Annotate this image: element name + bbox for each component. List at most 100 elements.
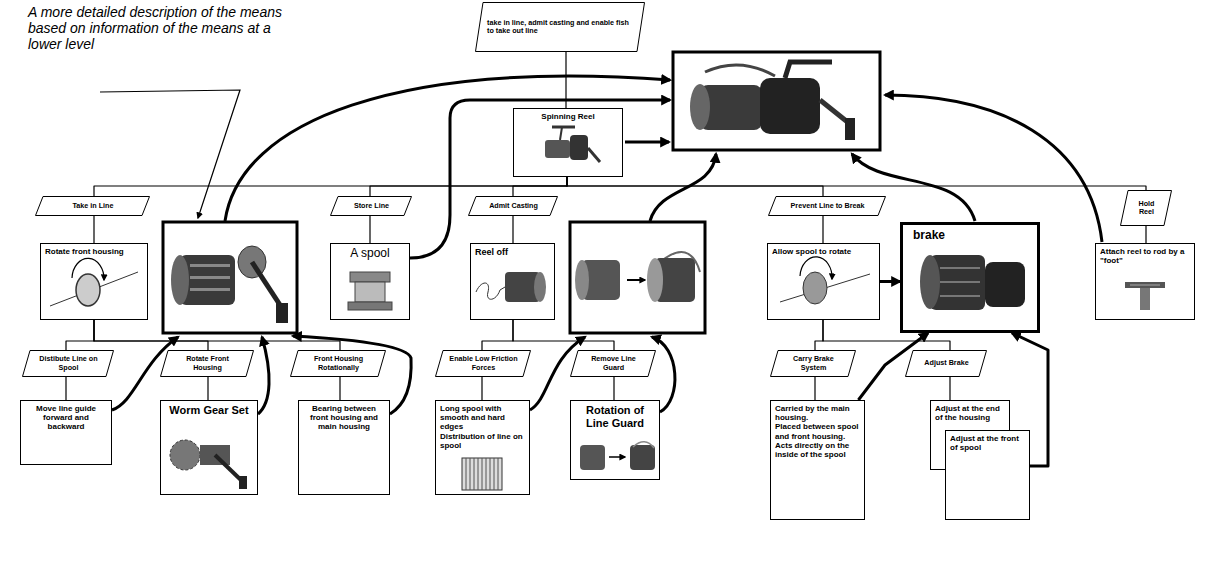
- tree-line: [339, 377, 340, 400]
- tree-line: [94, 177, 567, 196]
- node-text: Reel off: [475, 247, 550, 257]
- brake-rib: [940, 267, 980, 269]
- means-box: A spool: [330, 243, 410, 320]
- reel-stem: [560, 127, 562, 140]
- tree-line: [815, 320, 823, 350]
- parallelogram-shape: [769, 197, 886, 216]
- node-text: Front Housing Rotationally: [302, 355, 375, 372]
- axis-line: [50, 272, 138, 306]
- parallelogram-shape: [771, 351, 856, 377]
- function-parallelogram: Take in Line: [35, 196, 150, 216]
- parallelogram-shape: [906, 351, 987, 377]
- function-parallelogram: Rotate Front Housing: [160, 350, 254, 377]
- tree-line: [369, 216, 370, 243]
- node-text: Take in Line: [47, 202, 139, 210]
- tree-line: [1145, 226, 1146, 243]
- reel-foot: [552, 126, 575, 129]
- node-text: Rotate Front Housing: [172, 355, 243, 372]
- tree-line: [94, 320, 340, 350]
- spool-face: [647, 258, 663, 302]
- parallelogram-shape: [571, 351, 656, 377]
- tree-line: [814, 377, 815, 400]
- tree-line: [512, 216, 513, 243]
- means-box: Long spool with smooth and hard edgesDis…: [435, 400, 530, 495]
- node-text: Rotation of Line Guard: [575, 404, 655, 429]
- crank-arm: [215, 455, 243, 482]
- parallelogram-shape: [291, 351, 386, 377]
- parallelogram-shape: [36, 197, 150, 216]
- means-arrow: [225, 76, 670, 221]
- node-text: Remove Line Guard: [582, 355, 645, 372]
- function-parallelogram: Remove Line Guard: [570, 350, 656, 377]
- function-parallelogram: Store Line: [330, 196, 412, 216]
- picture-frame: [570, 222, 705, 333]
- long-spool: [462, 458, 502, 490]
- parallelogram-shape: [1121, 191, 1172, 226]
- means-box: Carried by the main housing.Placed betwe…: [770, 400, 865, 520]
- means-arrow: [885, 95, 1102, 242]
- node-text: Allow spool to rotate: [772, 247, 875, 256]
- rotation-arrow: [800, 257, 832, 279]
- picture-frame: [673, 52, 880, 150]
- means-box: Adjust at the front of spool: [945, 430, 1030, 520]
- parallelogram-shape: [469, 197, 558, 216]
- means-box: Rotation of Line Guard: [570, 400, 660, 480]
- node-text: Spinning Reel: [518, 112, 618, 121]
- node-text: Worm Gear Set: [165, 404, 253, 417]
- reel-body: [570, 135, 588, 160]
- means-arrow: [650, 154, 716, 221]
- function-parallelogram: Prevent Line to Break: [768, 196, 886, 216]
- housing-rib: [190, 264, 230, 267]
- tree-line: [207, 377, 208, 400]
- node-text: Distribution of line on spool: [440, 432, 525, 450]
- change-arrow: [627, 279, 645, 281]
- reel-foot: [785, 62, 832, 78]
- guard-before: [580, 445, 605, 470]
- spool-core: [355, 282, 385, 302]
- reel-spool-face: [690, 84, 710, 130]
- front-housing-face: [171, 255, 189, 305]
- brake-rib: [940, 295, 980, 297]
- node-text: Prevent Line to Break: [780, 202, 875, 210]
- means-box: Allow spool to rotate: [767, 243, 880, 320]
- crank-knob: [239, 476, 247, 489]
- foot-stem: [1140, 288, 1150, 310]
- node-text: Distibute Line on Spool: [34, 355, 103, 372]
- function-parallelogram: Carry Brake System: [770, 350, 856, 377]
- tree-line: [613, 377, 614, 400]
- means-arrow: [880, 280, 900, 283]
- tree-line: [949, 377, 950, 400]
- means-arrow: [410, 100, 670, 258]
- node-text: Store Line: [342, 202, 401, 210]
- node-text: Adjust at the front of spool: [950, 434, 1025, 452]
- reel-body: [760, 78, 820, 134]
- guard-after: [630, 445, 655, 470]
- tree-line: [93, 216, 94, 243]
- brake-rib: [940, 281, 980, 283]
- tree-line: [822, 216, 823, 243]
- spool-face: [575, 260, 589, 300]
- node-text: Carried by the main housing.: [775, 404, 860, 422]
- housing-sketch: [76, 274, 100, 306]
- brake-face: [920, 255, 940, 309]
- tree-line: [567, 177, 1146, 190]
- crank-knob: [276, 303, 288, 323]
- node-text: take in line, admit casting and enable f…: [487, 19, 634, 36]
- line-windings: [466, 458, 498, 490]
- function-parallelogram: take in line, admit casting and enable f…: [475, 2, 645, 52]
- means-box: Move line guide forward and backward: [20, 400, 112, 465]
- line-guard: [633, 442, 654, 448]
- spool-flange: [350, 272, 390, 282]
- means-box: Rotate front housing: [40, 243, 148, 320]
- tree-line: [823, 320, 950, 350]
- tree-line: [94, 320, 208, 350]
- brake-housing: [985, 262, 1025, 307]
- housing-rib: [190, 276, 230, 279]
- node-text: A spool: [335, 247, 405, 261]
- tree-line: [66, 320, 94, 350]
- line-loops: [476, 283, 505, 299]
- node-text: Placed between spool and front housing.: [775, 422, 860, 440]
- node-text: brake: [913, 229, 1027, 243]
- reel-handle: [588, 148, 600, 162]
